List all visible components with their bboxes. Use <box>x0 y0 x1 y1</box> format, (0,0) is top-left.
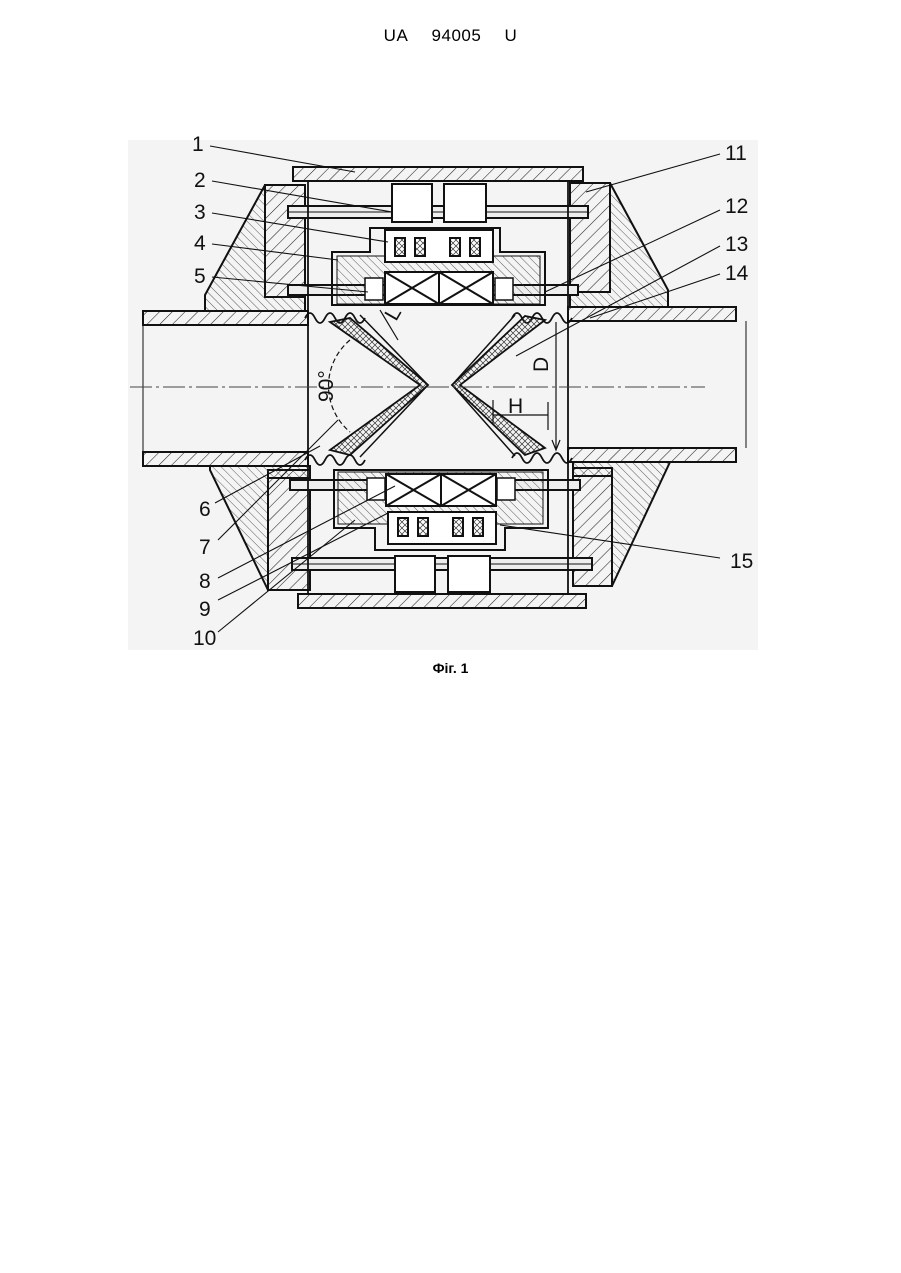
clamp-block-upper-left <box>392 184 432 222</box>
housing-bottom <box>298 594 586 608</box>
clamp-block-lower-right <box>448 556 490 592</box>
pipe-left-upper-wall <box>143 311 308 325</box>
dim-angle-label: 90° <box>315 370 338 402</box>
label-14: 14 <box>725 262 749 285</box>
label-4: 4 <box>194 232 206 255</box>
magnet-upper <box>385 272 493 304</box>
pipe-left-lower-wall <box>143 452 308 466</box>
figure-caption: Фіг. 1 <box>0 660 901 676</box>
flange-left-upper <box>265 185 305 297</box>
magnet-lower <box>386 474 496 506</box>
label-12: 12 <box>725 195 748 218</box>
label-1: 1 <box>192 133 204 156</box>
clamp-block-lower-left <box>395 556 435 592</box>
label-2: 2 <box>194 169 206 192</box>
label-7: 7 <box>199 536 211 559</box>
technical-drawing: 90° L H D 1 2 3 4 5 6 7 8 9 10 11 12 13 … <box>0 0 901 700</box>
flange-right-upper <box>570 183 610 292</box>
dim-h-label: H <box>508 395 523 418</box>
clamp-block-upper-right <box>444 184 486 222</box>
label-5: 5 <box>194 265 206 288</box>
label-9: 9 <box>199 598 211 621</box>
pipe-right-lower-wall <box>568 448 736 462</box>
dim-d-label: D <box>530 357 553 372</box>
label-11: 11 <box>725 142 747 165</box>
label-10: 10 <box>193 627 216 650</box>
label-8: 8 <box>199 570 211 593</box>
label-6: 6 <box>199 498 211 521</box>
label-13: 13 <box>725 233 748 256</box>
label-3: 3 <box>194 201 206 224</box>
label-15: 15 <box>730 550 753 573</box>
